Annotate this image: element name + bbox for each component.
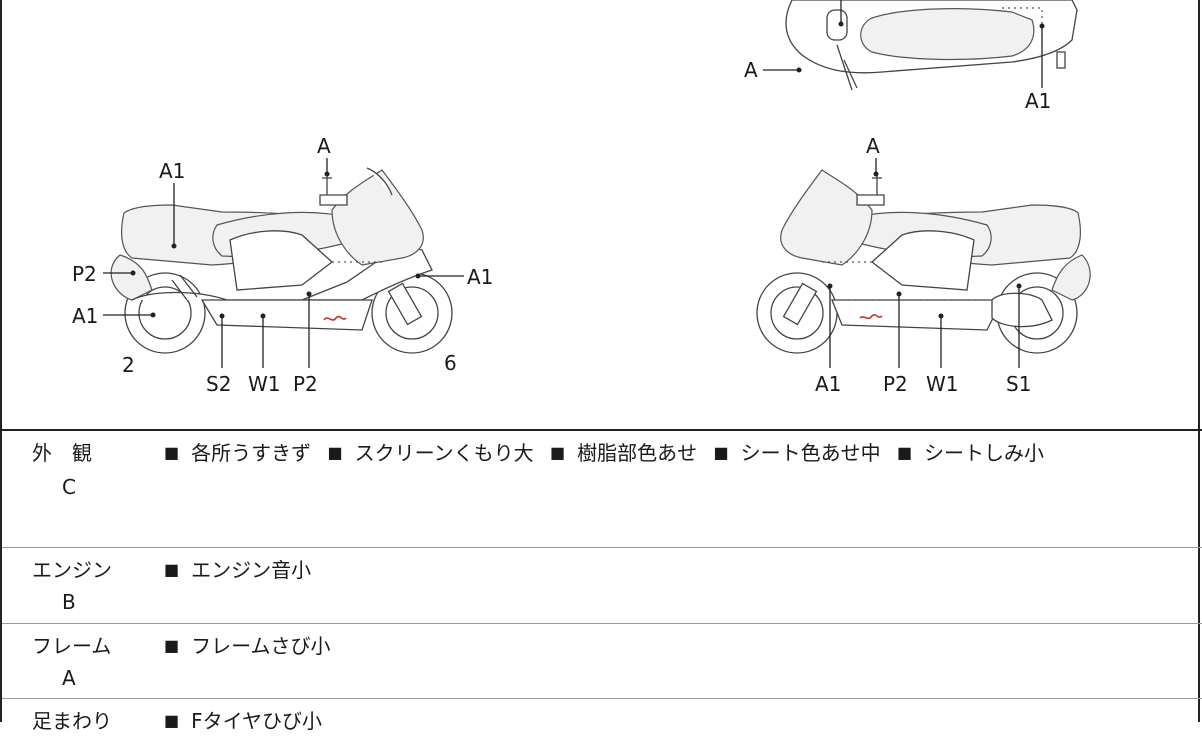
row-category: フレーム bbox=[32, 634, 112, 658]
defect-item: スクリーンくもり大 bbox=[327, 441, 533, 465]
label-left-a1-side: A1 bbox=[72, 304, 98, 328]
label-right-s1-bottom: S1 bbox=[1006, 372, 1031, 396]
defect-item: フレームさび小 bbox=[164, 634, 331, 658]
row-engine: エンジン B エンジン音小 bbox=[2, 548, 1202, 624]
label-right-a-top: A bbox=[866, 134, 880, 158]
row-exterior: 外 観 C 各所うすきず スクリーンくもり大 樹脂部色あせ シート色あせ中 シー… bbox=[2, 431, 1202, 548]
row-grade: B bbox=[62, 590, 76, 614]
label-right-a1-bottom: A1 bbox=[815, 372, 841, 396]
label-left-a1-front: A1 bbox=[467, 265, 493, 289]
defect-item: シートしみ小 bbox=[897, 441, 1044, 465]
row-frame: フレーム A フレームさび小 bbox=[2, 624, 1202, 699]
label-left-num-2: 2 bbox=[122, 353, 135, 377]
row-grade: A bbox=[62, 666, 76, 690]
label-left-a-top: A bbox=[317, 134, 331, 158]
label-top-a1: A1 bbox=[1025, 89, 1051, 113]
row-grade: C bbox=[62, 475, 76, 499]
defect-item: Fタイヤひび小 bbox=[164, 709, 322, 733]
label-left-w1: W1 bbox=[248, 372, 281, 396]
label-left-p2-bottom: P2 bbox=[293, 372, 318, 396]
defect-item: 樹脂部色あせ bbox=[550, 441, 697, 465]
defect-item: エンジン音小 bbox=[164, 558, 311, 582]
scooter-top-view: A A1 bbox=[744, 0, 1078, 113]
label-right-w1-bottom: W1 bbox=[926, 372, 959, 396]
label-top-a: A bbox=[744, 58, 758, 82]
label-left-a1-top: A1 bbox=[159, 159, 185, 183]
defect-item: シート色あせ中 bbox=[713, 441, 880, 465]
row-items: Fタイヤひび小 bbox=[164, 709, 332, 733]
row-items: エンジン音小 bbox=[164, 558, 321, 582]
label-left-num-6: 6 bbox=[444, 351, 457, 375]
row-items: 各所うすきず スクリーンくもり大 樹脂部色あせ シート色あせ中 シートしみ小 bbox=[164, 441, 1054, 465]
row-category: エンジン bbox=[32, 558, 112, 582]
row-items: フレームさび小 bbox=[164, 634, 341, 658]
row-suspension: 足まわり Fタイヤひび小 bbox=[2, 699, 1202, 739]
scooter-right-view: A A1 P2 W1 S1 bbox=[756, 134, 1091, 396]
scooter-left-view: A A1 P2 A1 A1 2 6 S2 bbox=[72, 134, 493, 396]
scooter-diagrams: A A1 bbox=[72, 0, 1091, 396]
label-left-p2-side: P2 bbox=[72, 262, 97, 286]
row-category: 外 観 bbox=[32, 441, 92, 465]
defect-item: 各所うすきず bbox=[164, 441, 311, 465]
label-left-s2: S2 bbox=[206, 372, 231, 396]
label-right-p2-bottom: P2 bbox=[883, 372, 908, 396]
condition-table: 外 観 C 各所うすきず スクリーンくもり大 樹脂部色あせ シート色あせ中 シー… bbox=[2, 429, 1202, 733]
row-category: 足まわり bbox=[32, 709, 112, 733]
damage-diagram: A A1 bbox=[2, 0, 1202, 430]
